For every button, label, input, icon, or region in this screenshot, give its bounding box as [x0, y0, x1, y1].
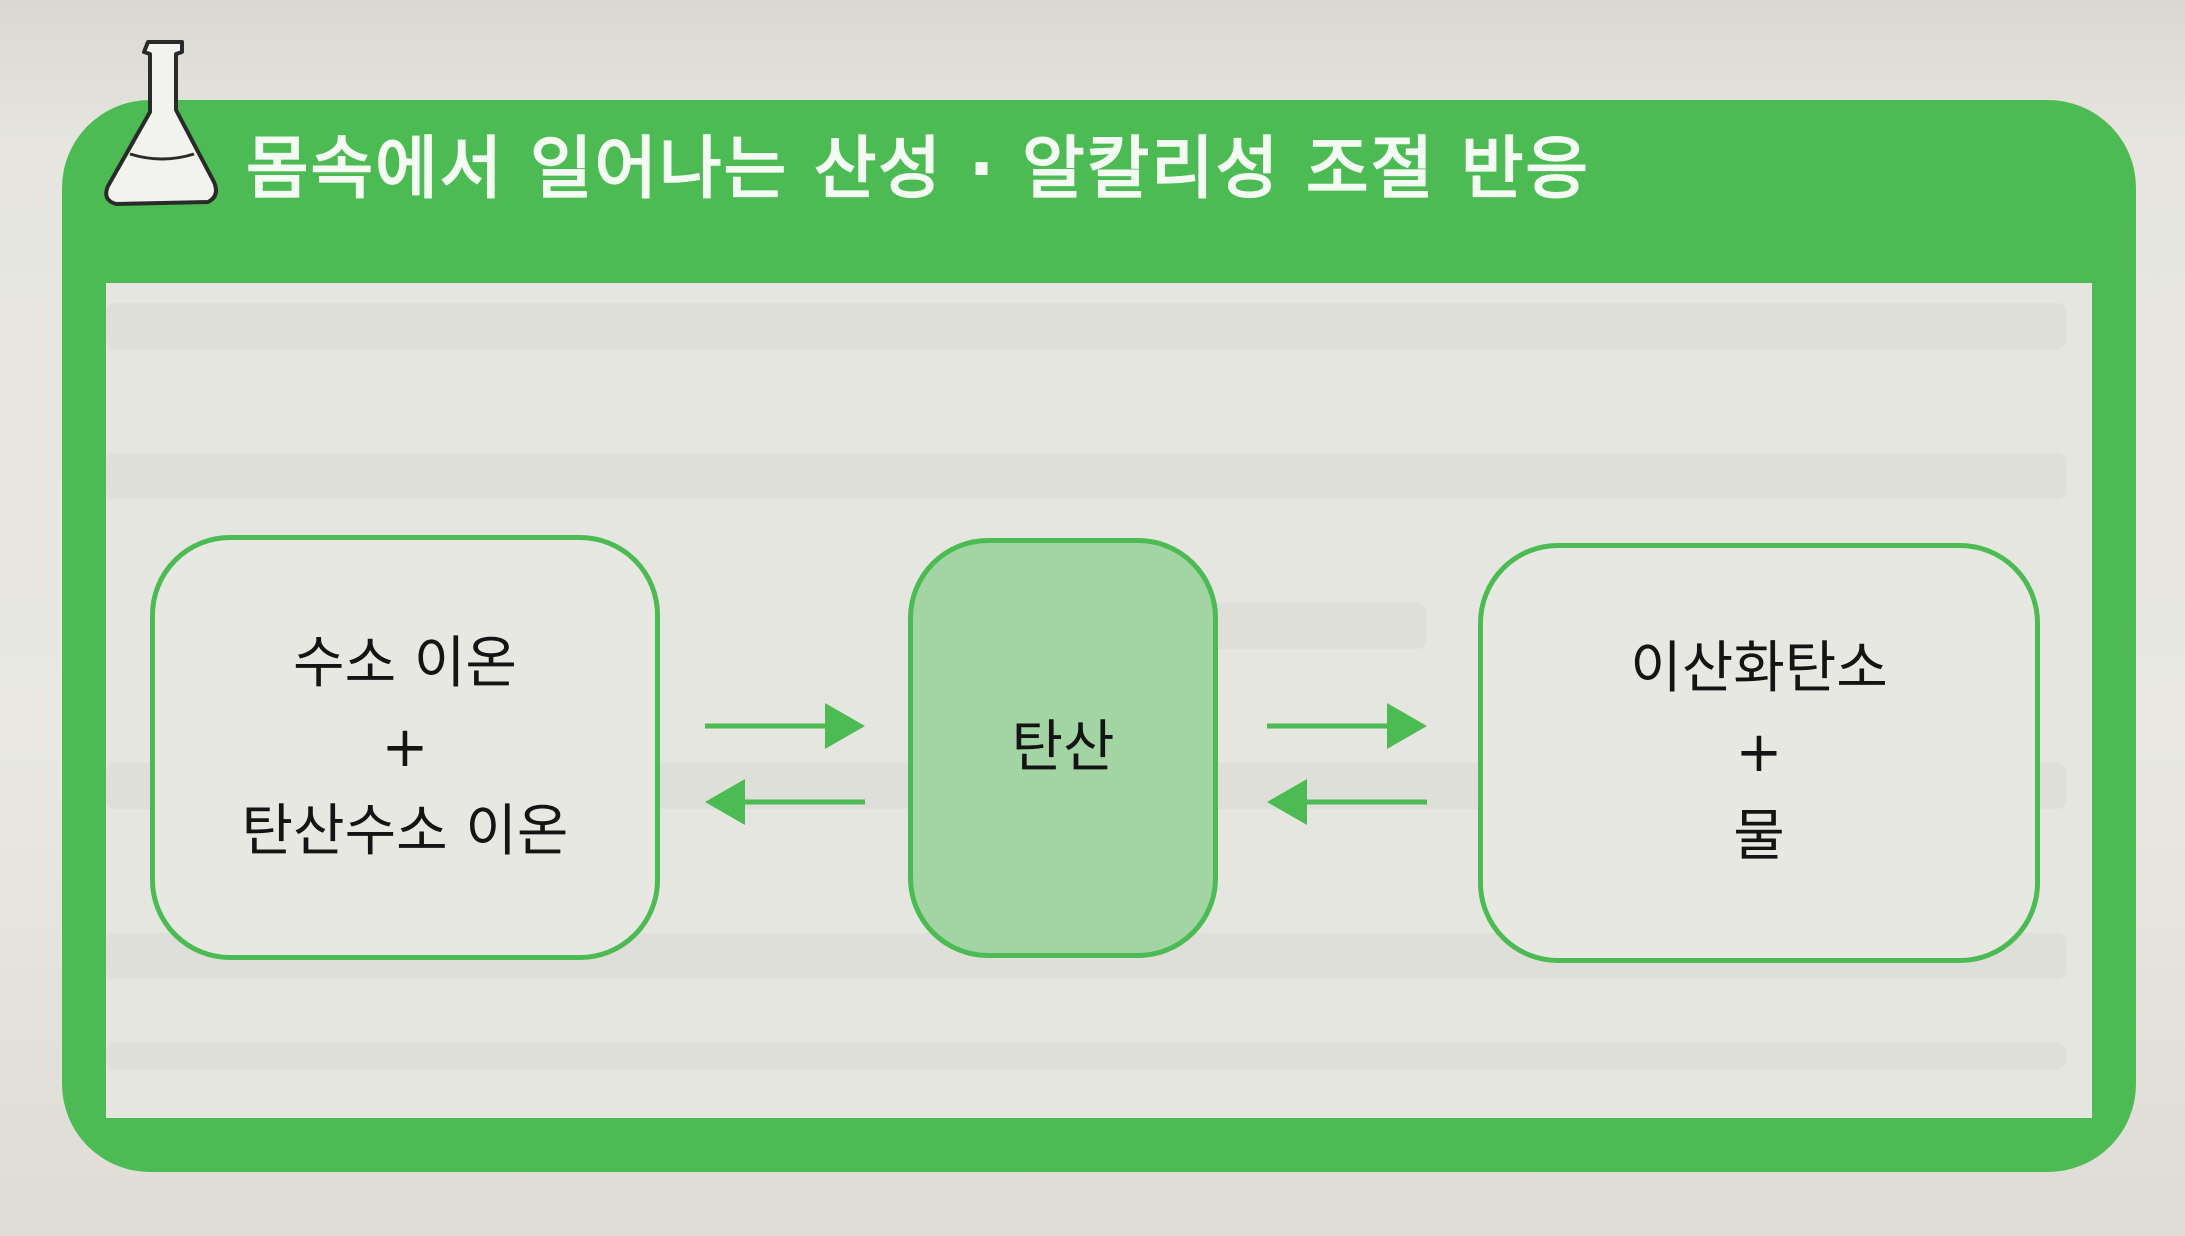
bleed-through-text [106, 303, 2066, 349]
reverse-arrow-right-to-center [1267, 779, 1427, 825]
node-label-line: 탄산 [1011, 715, 1115, 780]
node-label-line: 물 [1733, 804, 1785, 869]
flask-icon [104, 40, 218, 206]
node-hydrogen-bicarbonate: 수소 이온 + 탄산수소 이온 [150, 535, 660, 960]
node-label-line: 수소 이온 [293, 630, 517, 696]
node-label-line: 탄산수소 이온 [241, 798, 569, 864]
forward-arrow-left-to-center [705, 703, 865, 749]
node-co2-water: 이산화탄소 + 물 [1478, 543, 2040, 963]
bleed-through-text [106, 453, 2066, 499]
node-carbonic-acid: 탄산 [908, 538, 1218, 958]
node-label-line: + [381, 714, 429, 780]
diagram-title: 몸속에서 일어나는 산성 · 알칼리성 조절 반응 [246, 130, 1590, 209]
forward-arrow-center-to-right [1267, 703, 1427, 749]
bleed-through-text [106, 1043, 2066, 1069]
reverse-arrow-center-to-left [705, 779, 865, 825]
node-label-line: + [1735, 720, 1783, 785]
node-label-line: 이산화탄소 [1630, 636, 1888, 701]
